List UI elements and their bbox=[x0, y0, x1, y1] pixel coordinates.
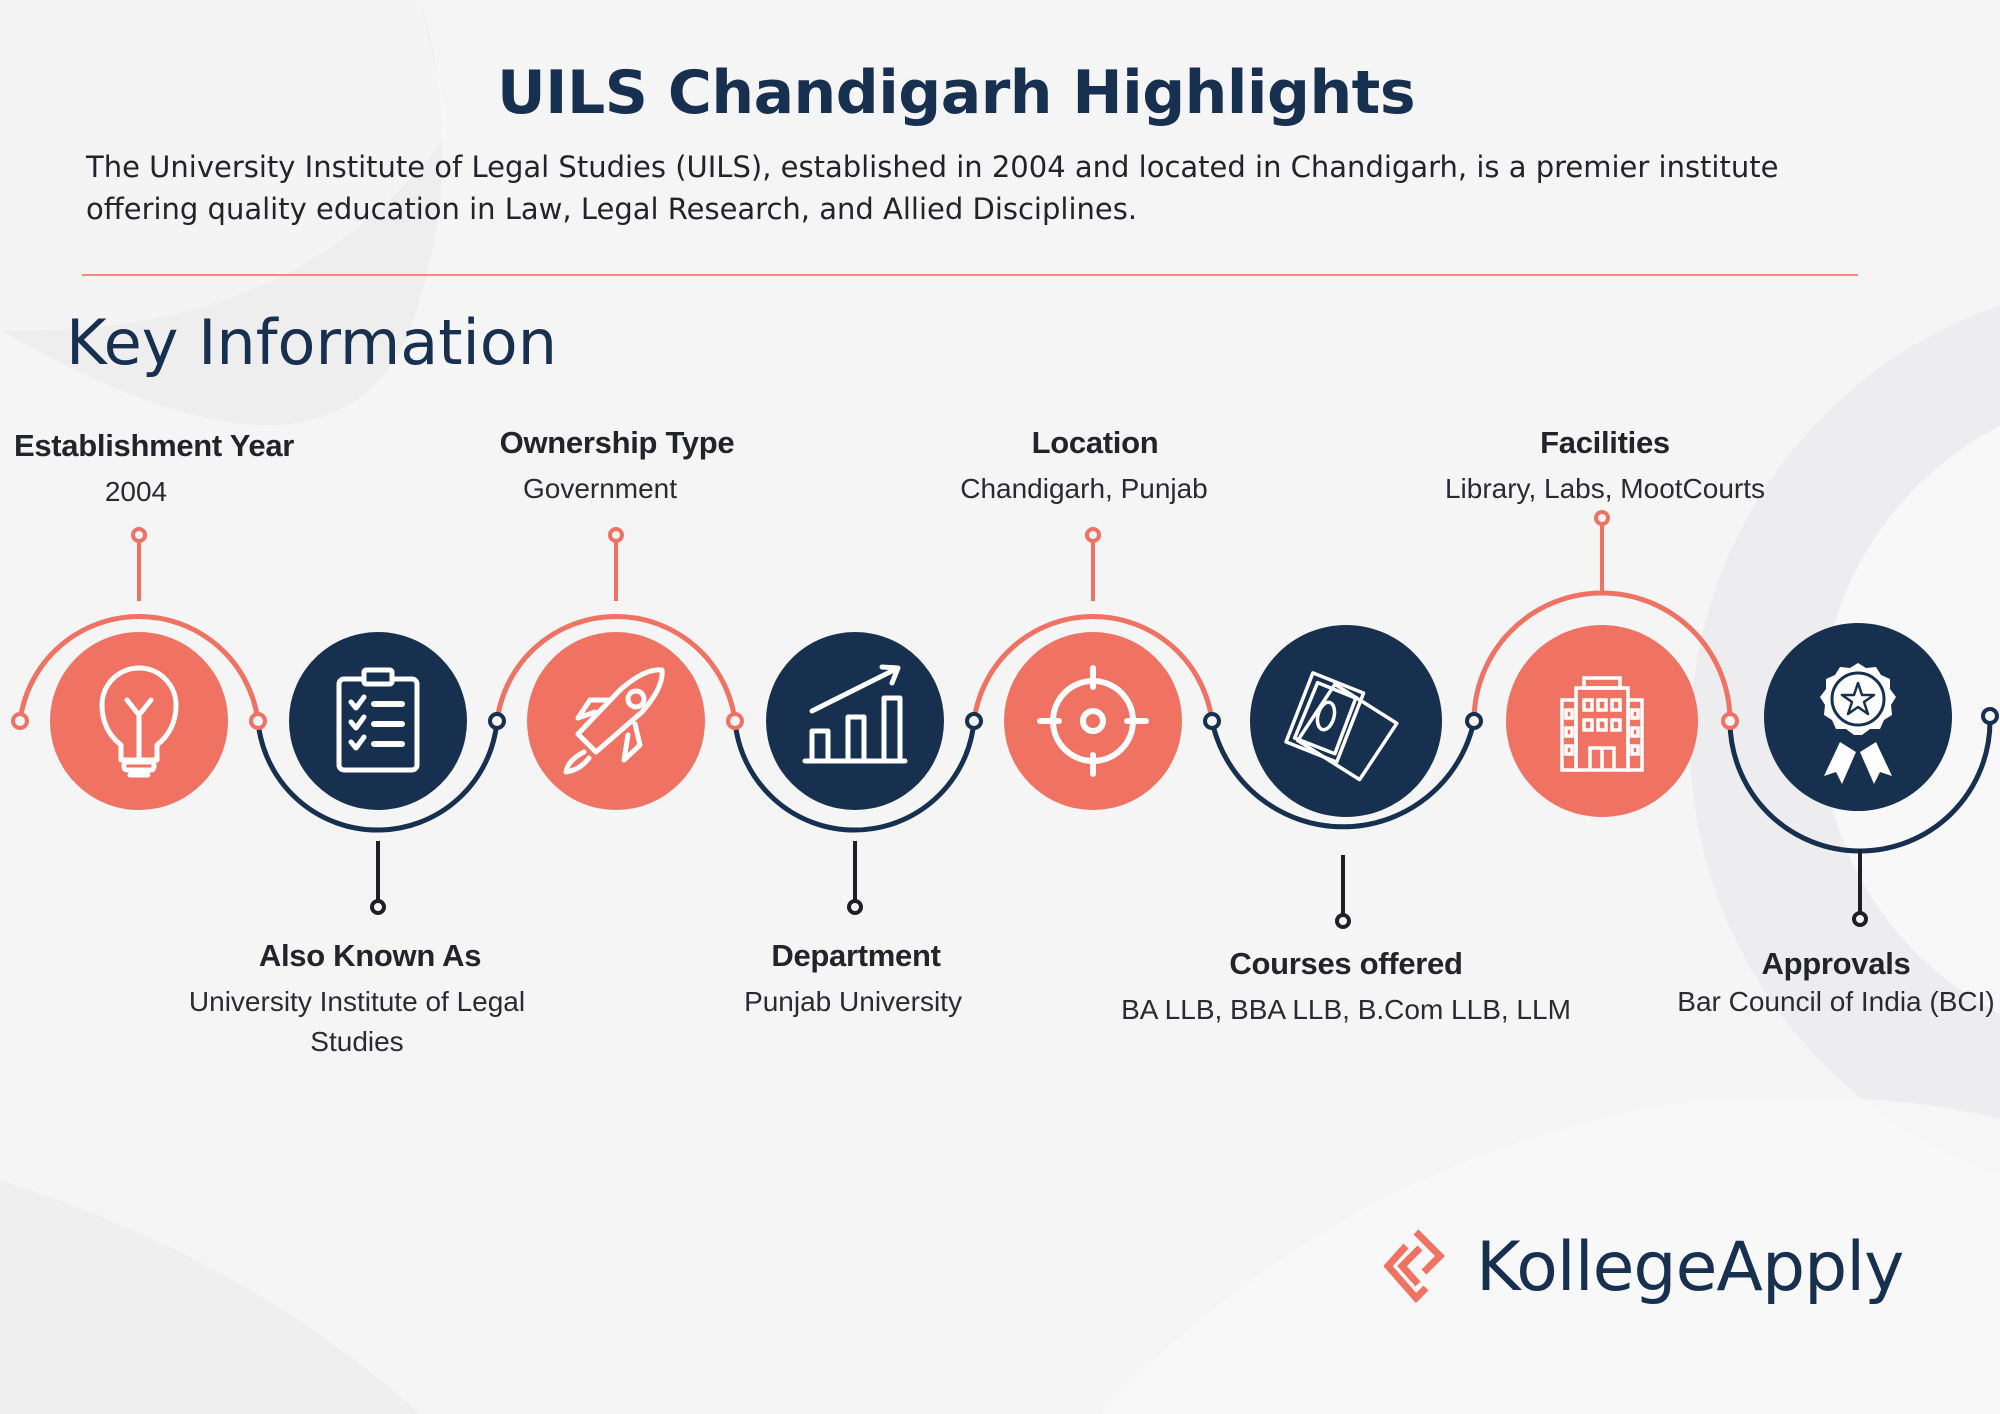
info-item-also-known-as: Also Known As University Institute of Le… bbox=[189, 938, 525, 1062]
brand-name: KollegeApply bbox=[1476, 1227, 1904, 1307]
info-item-facilities: Facilities Library, Labs, MootCourts bbox=[1445, 425, 1765, 509]
info-heading: Ownership Type bbox=[499, 425, 735, 460]
info-heading: Department bbox=[771, 938, 941, 973]
info-item-approvals: Approvals Bar Council of India (BCI) bbox=[1677, 946, 1994, 1022]
clipboard-checklist-icon bbox=[336, 667, 420, 773]
info-value: University Institute of Legal Studies bbox=[189, 982, 525, 1062]
info-item-ownership-type: Ownership Type Government bbox=[500, 425, 735, 509]
building-icon bbox=[1560, 676, 1644, 772]
timeline-node-establishment-year bbox=[50, 632, 228, 810]
award-badge-icon bbox=[1820, 663, 1896, 784]
info-item-establishment-year: Establishment Year 2004 bbox=[14, 428, 294, 512]
divider bbox=[82, 274, 1858, 276]
info-value: Government bbox=[522, 473, 678, 504]
page-title: UILS Chandigarh Highlights bbox=[496, 58, 1416, 128]
bar-chart-growth-icon bbox=[802, 664, 908, 764]
brand-logo: KollegeApply bbox=[1380, 1222, 1904, 1312]
info-value-line2: Studies bbox=[310, 1026, 404, 1057]
info-heading: Facilities bbox=[1540, 425, 1670, 460]
rocket-icon bbox=[563, 667, 665, 775]
info-value: Punjab University bbox=[744, 986, 962, 1017]
info-heading: Approvals bbox=[1761, 946, 1911, 981]
info-value: Chandigarh, Punjab bbox=[960, 473, 1208, 504]
info-heading: Location bbox=[1031, 425, 1159, 460]
timeline-node-courses-offered bbox=[1250, 625, 1442, 817]
info-item-department: Department Punjab University bbox=[744, 938, 962, 1022]
target-crosshair-icon bbox=[1037, 665, 1149, 777]
money-notes-icon bbox=[1284, 671, 1399, 782]
info-value: 2004 bbox=[104, 476, 168, 507]
timeline-node-department bbox=[766, 632, 944, 810]
info-heading: Establishment Year bbox=[13, 428, 295, 463]
timeline-node-facilities bbox=[1506, 625, 1698, 817]
info-value: Bar Council of India (BCI) bbox=[1677, 986, 1995, 1017]
info-heading: Also Known As bbox=[258, 938, 482, 973]
info-value: Library, Labs, MootCourts bbox=[1444, 473, 1766, 504]
timeline-node-ownership-type bbox=[527, 632, 705, 810]
section-heading: Key Information bbox=[66, 306, 558, 379]
info-value: BA LLB, BBA LLB, B.Com LLB, LLM bbox=[1121, 994, 1571, 1025]
timeline-node-location bbox=[1004, 632, 1182, 810]
info-item-location: Location Chandigarh, Punjab bbox=[960, 425, 1208, 509]
page-description: The University Institute of Legal Studie… bbox=[86, 150, 1779, 226]
timeline-node-also-known-as bbox=[289, 632, 467, 810]
double-chevron-logo-icon bbox=[1383, 1229, 1445, 1304]
lightbulb-icon bbox=[99, 665, 179, 778]
timeline-node-approvals bbox=[1764, 623, 1952, 811]
info-heading: Courses offered bbox=[1229, 946, 1463, 981]
info-item-courses-offered: Courses offered BA LLB, BBA LLB, B.Com L… bbox=[1121, 946, 1571, 1030]
info-value-line1: University Institute of Legal bbox=[188, 986, 526, 1017]
